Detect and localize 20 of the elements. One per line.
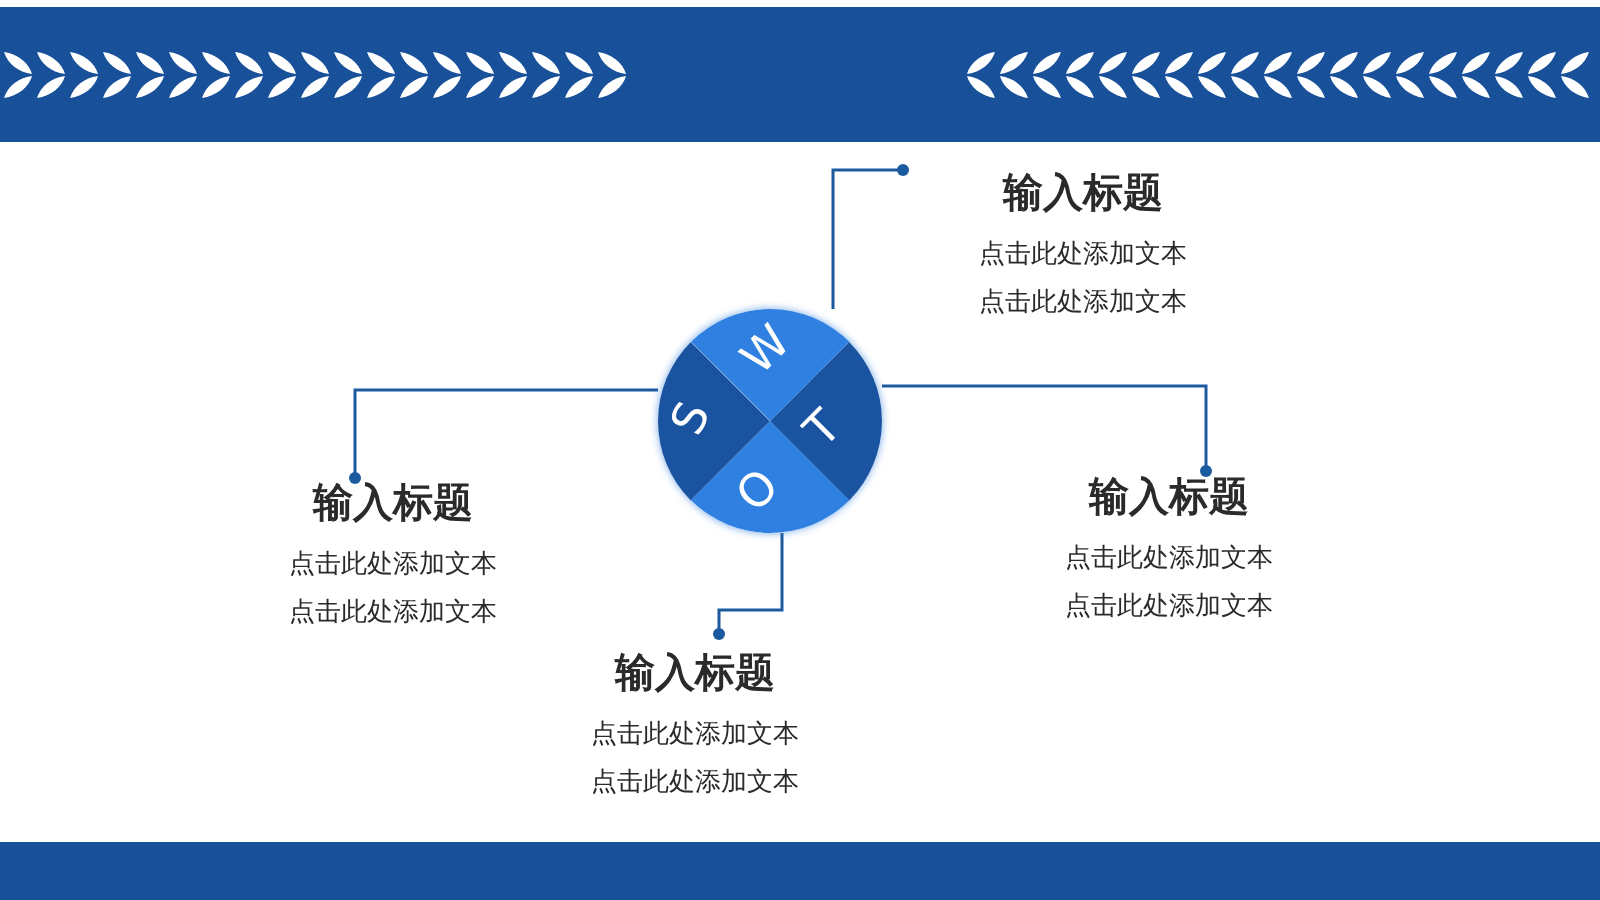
body-text: 点击此处添加文本 xyxy=(590,717,799,750)
leader-line xyxy=(349,388,658,484)
heading-text: 输入标题 xyxy=(614,650,775,694)
body-text: 点击此处添加文本 xyxy=(289,595,497,628)
quadrant-letter: T xyxy=(795,401,849,455)
body-text: 点击此处添加文本 xyxy=(289,547,497,580)
body-text: 点击此处添加文本 xyxy=(979,285,1187,318)
body-text: 点击此处添加文本 xyxy=(979,237,1187,270)
heading-text: 输入标题 xyxy=(1089,474,1249,518)
body-text: 点击此处添加文本 xyxy=(590,765,799,798)
heading-text: 输入标题 xyxy=(1003,170,1163,214)
heading-text: 输入标题 xyxy=(313,480,473,524)
quadrant-letter: O xyxy=(727,460,787,520)
body-text: 点击此处添加文本 xyxy=(1065,541,1273,574)
leader-line xyxy=(882,384,1212,477)
leader-line xyxy=(713,533,784,640)
body-text: 点击此处添加文本 xyxy=(1065,589,1273,622)
quadrant-letter: W xyxy=(732,316,798,382)
leader-line xyxy=(831,164,909,309)
quadrant-letter: S xyxy=(663,395,717,441)
